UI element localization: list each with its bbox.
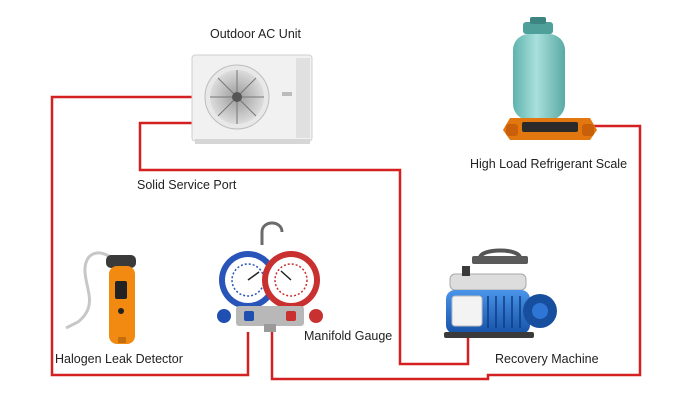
refrigerant-scale-icon: [503, 17, 597, 140]
outdoor-ac-unit-label: Outdoor AC Unit: [210, 27, 302, 41]
line-gauge-to-recovery: [270, 124, 642, 381]
outdoor-ac-unit-icon: [191, 54, 313, 144]
recovery-machine-label: Recovery Machine: [495, 352, 599, 366]
recovery-machine-icon: [444, 248, 557, 338]
line-service-port-to-recovery: [138, 121, 470, 366]
connection-lines: [50, 95, 642, 381]
leak-detector-label: Halogen Leak Detector: [55, 352, 183, 366]
refrigerant-scale-label: High Load Refrigerant Scale: [470, 157, 628, 171]
manifold-gauge-icon: [217, 221, 323, 332]
line-ac-to-leak-detector: [50, 95, 250, 377]
manifold-gauge-label: Manifold Gauge: [304, 329, 393, 343]
leak-detector-icon: [65, 251, 136, 344]
service-port-label: Solid Service Port: [137, 178, 237, 192]
